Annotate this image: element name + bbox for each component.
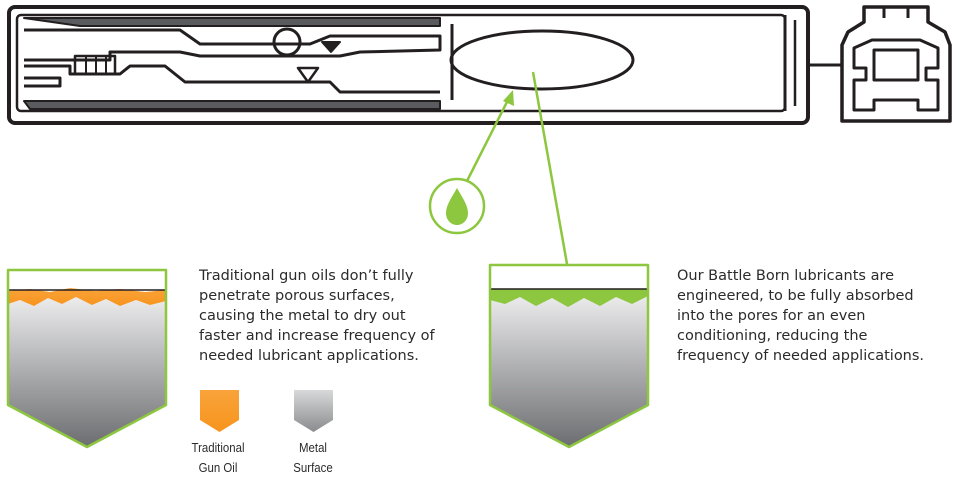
- legend-swatch-oil: [200, 390, 239, 432]
- legend-label-oil: Traditional Gun Oil: [185, 438, 252, 478]
- rear-sight-profile: [840, 5, 952, 123]
- legend-label-metal: Metal Surface: [280, 438, 347, 478]
- text-line: penetrate porous surfaces,: [199, 288, 395, 304]
- callout-lines: [465, 71, 569, 265]
- traditional-oil-description: Traditional gun oils don’t fully penetra…: [199, 266, 435, 366]
- bottom-rail: [23, 100, 441, 110]
- left-shield-outline: [6, 268, 168, 449]
- text-line: Traditional gun oils don’t fully: [199, 268, 414, 284]
- firearm-slide-cross-section: [7, 5, 952, 125]
- firing-pin-circle: [272, 27, 302, 57]
- legend-label-line: Metal: [299, 440, 327, 455]
- battle-born-shield: [488, 263, 650, 449]
- legend-label-line: Gun Oil: [198, 460, 238, 475]
- text-line: into the pores for an even: [677, 308, 866, 324]
- text-line: conditioning, reducing the: [677, 328, 868, 344]
- top-rail: [23, 17, 441, 27]
- right-shield-outline: [488, 263, 650, 449]
- callout-arrowhead: [503, 90, 514, 106]
- oil-drop-icon: [428, 177, 486, 235]
- text-line: faster and increase frequency of: [199, 328, 435, 344]
- traditional-oil-shield: [6, 268, 168, 449]
- left-shield-oil-layer: [8, 288, 166, 306]
- text-line: Our Battle Born lubricants are: [677, 268, 895, 284]
- text-line: frequency of needed applications.: [677, 348, 925, 364]
- callout-line-to-drop: [465, 93, 513, 182]
- left-shield-metal: [8, 297, 166, 446]
- right-shield-metal: [490, 295, 648, 446]
- legend-swatch-metal: [294, 390, 333, 432]
- text-line: engineered, to be fully absorbed: [677, 288, 914, 304]
- callout-line-to-right-panel: [531, 71, 569, 265]
- firing-mechanism: [24, 28, 442, 62]
- legend-label-line: Surface: [293, 460, 333, 475]
- legend-label-line: Traditional: [191, 440, 245, 455]
- chamber-ellipse: [449, 29, 635, 91]
- right-shield-absorbed-lube: [490, 289, 648, 307]
- text-line: causing the metal to dry out: [199, 308, 406, 324]
- battle-born-description: Our Battle Born lubricants are engineere…: [677, 266, 924, 366]
- text-line: needed lubricant applications.: [199, 348, 419, 364]
